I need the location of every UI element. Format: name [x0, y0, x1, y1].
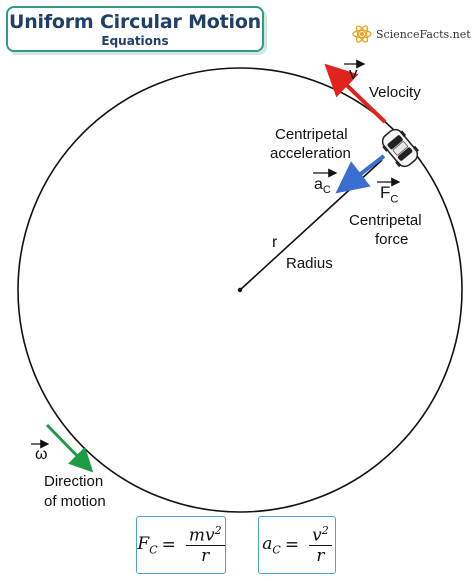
ac-subscript: C — [322, 184, 331, 197]
centripetal-force-label-line2: force — [375, 231, 409, 248]
centripetal-acceleration-label-line1: Centripetal — [275, 126, 348, 143]
r-symbol: r — [272, 234, 278, 251]
force-eq-denominator: r — [201, 546, 210, 567]
velocity-label: Velocity — [369, 84, 421, 101]
direction-label-line2: of motion — [44, 493, 106, 510]
radius-label: Radius — [286, 255, 333, 272]
accel-eq-num-sup: 2 — [321, 523, 329, 537]
direction-label-line1: Direction — [44, 473, 104, 490]
acceleration-equation-box: aC = v2 r — [258, 516, 336, 574]
page-subtitle: Equations — [101, 34, 169, 48]
force-eq-num-sup: 2 — [214, 523, 222, 537]
force-eq-lhs-letter: F — [137, 533, 150, 554]
orbit-circle — [17, 67, 463, 513]
force-eq-numerator: mv2 — [185, 523, 225, 547]
force-eq-lhs: FC — [137, 534, 157, 556]
accel-eq-lhs-sub: C — [272, 543, 281, 557]
force-eq-lhs-sub: C — [149, 543, 158, 557]
page-title: Uniform Circular Motion — [8, 11, 262, 33]
accel-eq-fraction: v2 r — [309, 524, 332, 567]
v-symbol: v — [349, 64, 358, 83]
fc-letter: F — [380, 183, 391, 202]
accel-eq-lhs-letter: a — [262, 533, 273, 554]
direction-arrow — [45, 423, 94, 473]
force-eq-fraction: mv2 r — [185, 523, 225, 567]
acceleration-arrow — [335, 154, 386, 194]
fc-subscript: C — [390, 193, 399, 206]
accel-eq-numerator: v2 — [309, 524, 332, 547]
centripetal-acceleration-label-line2: acceleration — [270, 145, 351, 162]
force-equation-box: FC = mv2 r — [136, 516, 226, 574]
ac-letter: a — [314, 176, 323, 193]
accel-eq-equals: = — [284, 535, 300, 555]
omega-symbol: ω — [35, 446, 48, 463]
brand-logo: ScienceFacts.net — [352, 24, 471, 44]
force-eq-equals: = — [161, 535, 176, 555]
atom-logo-icon — [352, 25, 372, 43]
title-box: Uniform Circular Motion Equations — [6, 6, 264, 52]
accel-eq-denominator: r — [316, 546, 325, 567]
centripetal-force-label-line1: Centripetal — [349, 212, 422, 229]
fc-symbol: FC — [380, 183, 398, 205]
velocity-arrow — [324, 63, 387, 124]
car-icon — [381, 128, 419, 168]
force-eq-num-text: mv — [188, 525, 215, 546]
accel-eq-num-text: v — [312, 525, 322, 546]
ac-symbol: aC — [314, 176, 331, 196]
brand-name: ScienceFacts.net — [376, 27, 471, 41]
accel-eq-lhs: aC — [262, 534, 281, 556]
